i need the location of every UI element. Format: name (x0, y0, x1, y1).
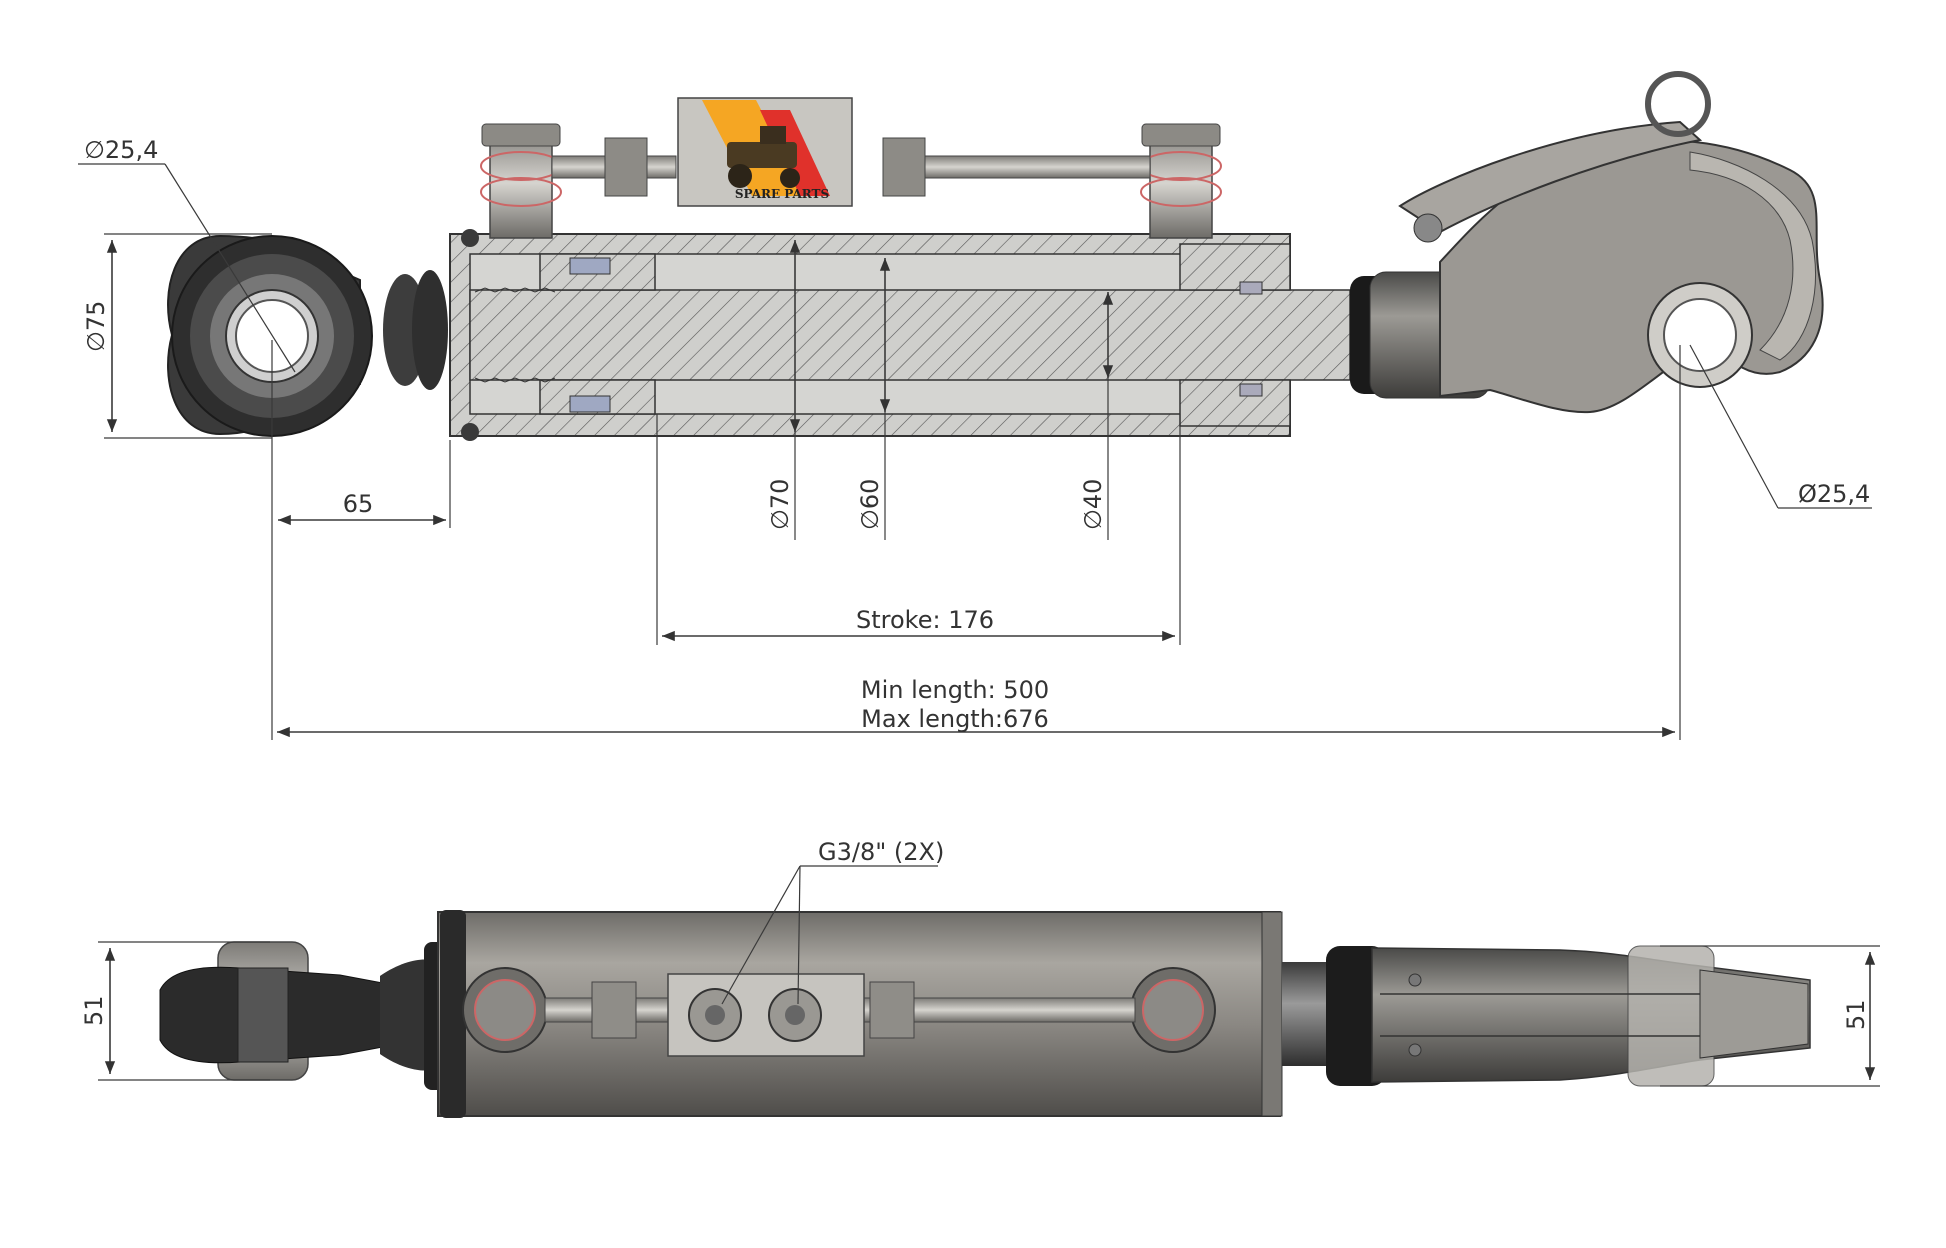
side-view (159, 910, 1811, 1118)
dim-bore-60: ∅60 (856, 479, 884, 530)
dim-min-length: Min length: 500 (861, 676, 1049, 704)
dim-stroke: Stroke: 176 (856, 606, 994, 634)
dim-eye-bore: ∅25,4 (84, 136, 158, 164)
dim-hook-bore: Ø25,4 (1798, 480, 1870, 508)
dim-bore-70: ∅70 (766, 479, 794, 530)
dim-eye-offset: 65 (343, 490, 374, 518)
dim-eye-outer: ∅75 (82, 301, 110, 352)
spare-parts-logo: SPARE PARTS (702, 100, 830, 201)
ball-joint-eye-side (159, 941, 430, 1081)
dim-max-length: Max length:676 (861, 705, 1049, 733)
dim-width-left: 51 (80, 995, 108, 1026)
dim-port: G3/8" (2X) (818, 838, 944, 866)
hydraulic-line-top (480, 97, 1222, 239)
rod-and-hook-side (1282, 945, 1811, 1087)
quick-coupler-hook (1398, 71, 1824, 414)
dimensions-bottom: G3/8" (2X) 51 51 (80, 838, 1880, 1087)
logo-text: SPARE PARTS (735, 187, 829, 201)
dimensions-top: ∅25,4 ∅75 65 ∅70 ∅60 ∅40 Ø25,4 Stroke: 1… (78, 136, 1872, 740)
dim-width-right: 51 (1842, 999, 1870, 1030)
cylinder-body (424, 910, 1283, 1118)
dim-rod-40: ∅40 (1079, 479, 1107, 530)
section-view: SPARE PARTS (167, 71, 1824, 441)
ball-joint-eye-left (167, 234, 448, 437)
cylinder-section (449, 229, 1351, 441)
